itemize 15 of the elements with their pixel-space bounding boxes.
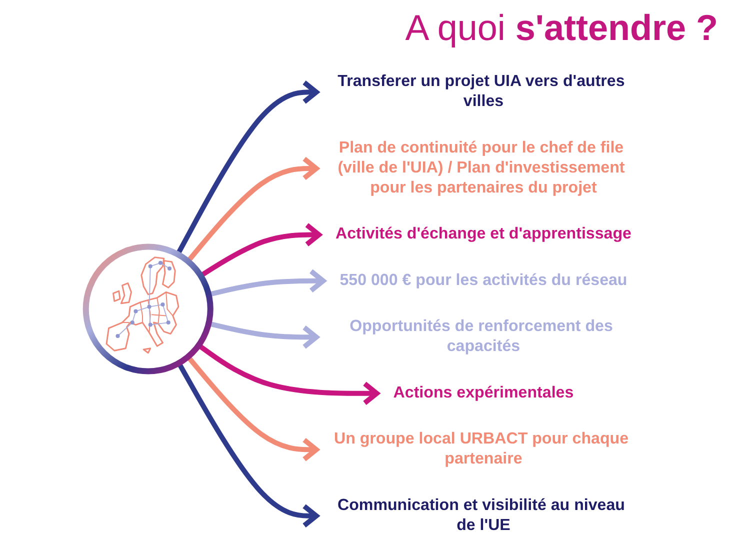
outcome-text: Un groupe local URBACT pour chaque partenaire bbox=[334, 430, 628, 468]
outcome-text: 550 000 € pour les activités du réseau bbox=[340, 272, 628, 289]
outcome-text: Plan de continuité pour le chef de file (ville de l'UIA) / Plan d'investissement pour les partenaires du projet bbox=[338, 139, 625, 197]
outcome-text: Communication et visibilité au niveau de l'UE bbox=[338, 496, 625, 534]
curved-arrow bbox=[197, 343, 380, 406]
curved-arrow bbox=[186, 156, 319, 263]
curved-arrow bbox=[199, 222, 322, 278]
outcome-text: Actions expérimentales bbox=[393, 384, 574, 402]
outcome-text: Opportunités de renforcement des capacités bbox=[350, 318, 613, 356]
outcome-text: Activités d'échange et d'apprentissage bbox=[335, 226, 632, 243]
outcome-text: Transferer un projet UIA vers d'autres villes bbox=[338, 73, 625, 110]
curved-arrow bbox=[176, 80, 319, 256]
title: A quoi s'attendre ? bbox=[405, 6, 718, 50]
map-circle bbox=[82, 244, 214, 374]
curved-arrow bbox=[186, 355, 319, 462]
